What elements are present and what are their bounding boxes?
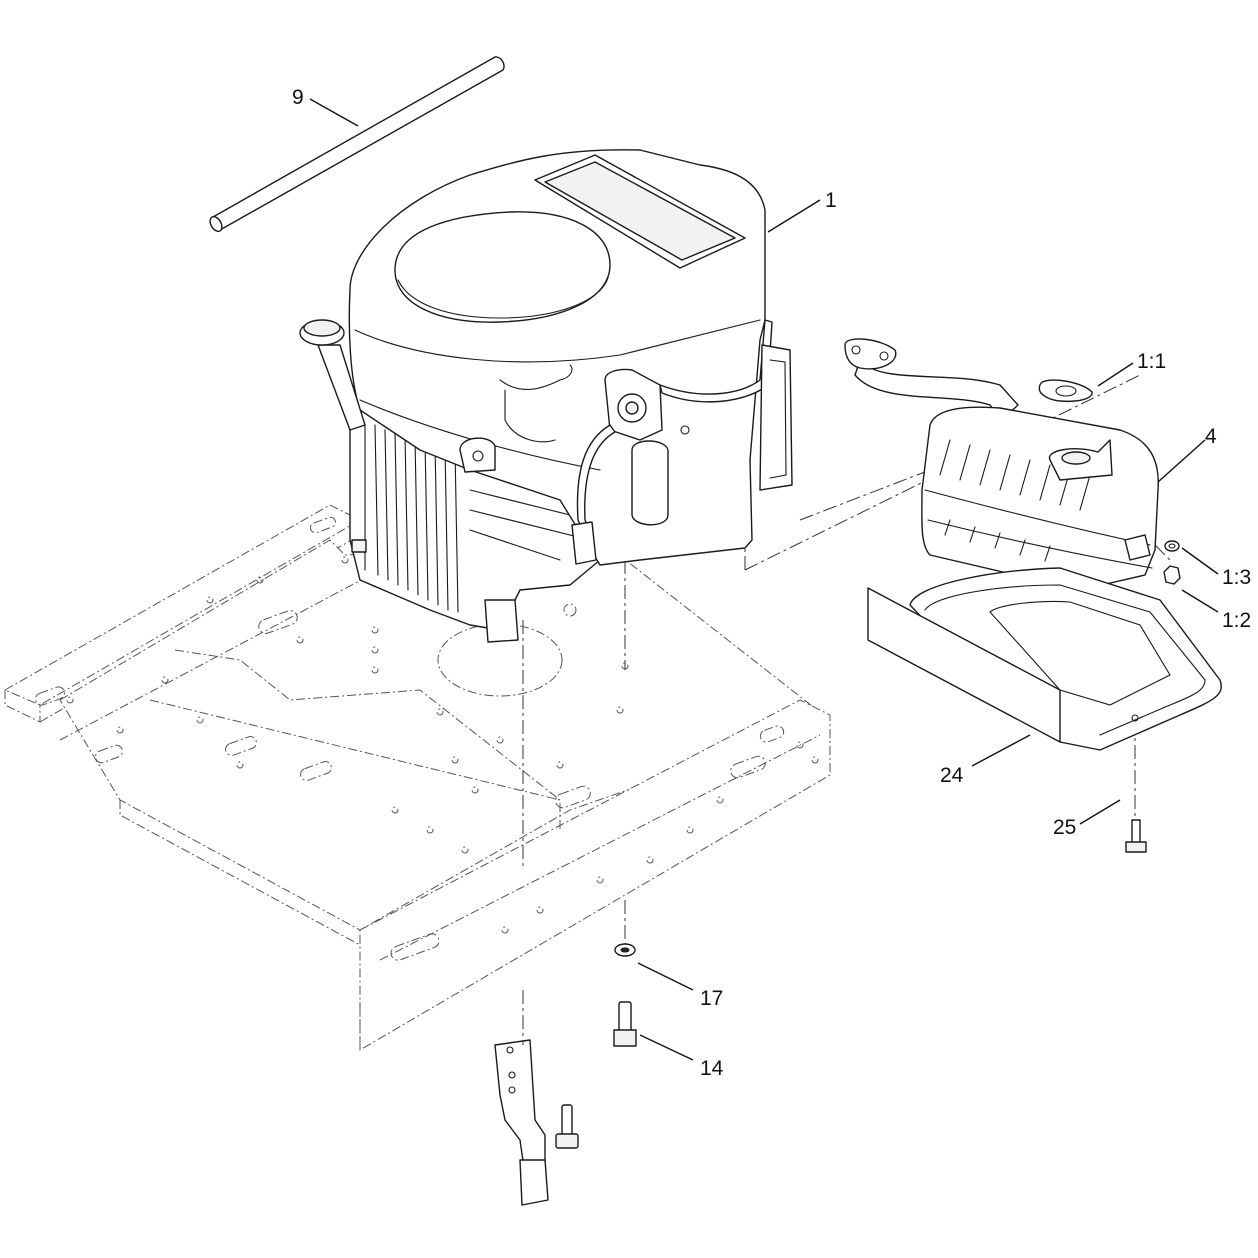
callout-1-1: 1:1	[1137, 350, 1166, 373]
tube	[209, 56, 505, 233]
nut-1-2	[1163, 565, 1181, 585]
leader-lines	[309, 98, 1219, 1061]
mower-frame	[3, 504, 832, 1206]
bolt-14	[613, 1001, 637, 1047]
callout-24: 24	[940, 764, 964, 787]
callout-1-2: 1:2	[1222, 609, 1251, 632]
callout-1: 1	[825, 189, 837, 212]
callout-25: 25	[1053, 816, 1076, 839]
callout-17: 17	[700, 987, 723, 1010]
washer-1-3	[1164, 540, 1180, 552]
engine	[299, 149, 793, 643]
callout-4: 4	[1205, 425, 1217, 448]
washer-17	[614, 943, 636, 957]
callout-14: 14	[700, 1057, 724, 1080]
bolt-25	[1125, 819, 1147, 853]
heat-shield	[867, 567, 1222, 751]
callout-9: 9	[292, 86, 304, 109]
muffler	[844, 338, 1159, 591]
callout-1-3: 1:3	[1222, 566, 1251, 589]
